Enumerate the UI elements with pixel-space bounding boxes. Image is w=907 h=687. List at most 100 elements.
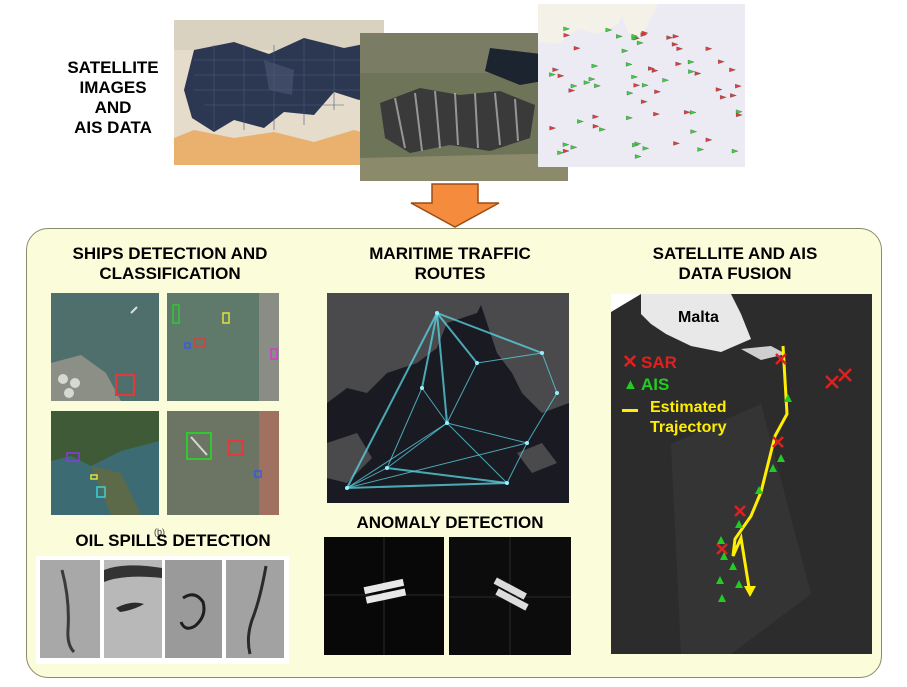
ais-triangle-4 [755,486,763,494]
ais-ship-marker [662,78,670,83]
header-label: SATELLITE IMAGES AND AIS DATA [48,58,178,138]
legend-ais-icon: ▲ [623,376,638,393]
satellite-sar-image [360,33,568,181]
legend-sar-label: SAR [641,353,677,372]
route-line [446,422,508,484]
fusion-title-line-2: DATA FUSION [678,264,792,283]
ais-ship-marker [731,148,739,154]
route-line [421,387,448,424]
ais-ship-marker [570,83,578,89]
ais-ship-marker [626,90,634,96]
sar-cross-6 [716,543,728,555]
route-line [386,467,508,484]
ship-detection-image-4 [167,411,279,515]
route-line [446,422,528,444]
ais-ship-marker [634,154,642,159]
fusion-overlay [716,345,852,602]
ais-ship-marker [557,150,564,155]
ais-ship-marker [642,83,649,88]
legend-trajectory-line-1: Estimated [650,399,727,416]
fusion-section-title: SATELLITE AND AIS DATA FUSION [600,244,870,284]
route-line [346,482,508,489]
route-node [540,351,544,355]
ais-ship-marker [633,83,641,88]
ais-ship-marker [632,142,639,148]
route-node [435,311,439,315]
route-line [386,422,448,469]
route-line [436,312,543,354]
ais-ship-marker [666,35,674,40]
ais-ship-marker [588,76,596,82]
route-node [445,421,449,425]
ais-ship-marker [562,148,570,154]
ais-triangle-5 [735,520,743,528]
ais-map-image [538,4,745,167]
ais-ship-marker [671,42,679,47]
routes-section-title: MARITIME TRAFFIC ROUTES [320,244,580,284]
ais-ship-marker [631,74,638,80]
oil-spill-image-1 [40,560,100,658]
ais-triangle-2 [769,464,777,472]
header-label-line-2: IMAGES [79,78,147,97]
oil-title-text: OIL SPILLS DETECTION [75,531,271,550]
ais-ship-marker [648,66,655,71]
route-line [346,467,388,489]
fusion-island-label: Malta [678,309,719,326]
ais-ship-marker [616,34,623,39]
ais-ship-marker [675,61,683,67]
ais-ship-marker [697,147,705,152]
route-line [436,312,448,424]
ais-ship-marker [676,46,684,51]
ais-ship-marker [583,80,591,85]
ship-detection-image-3 [51,411,159,515]
ais-ship-marker [730,93,737,98]
sar-cross-1 [775,353,787,365]
ais-triangle-10 [718,594,726,602]
route-node [525,441,529,445]
anomaly-image-2 [449,537,571,655]
legend-sar-icon: ✕ [622,352,638,373]
ais-ship-marker [640,32,648,37]
ais-ship-marker [562,142,570,147]
ais-ship-marker [641,99,648,104]
legend-ais-label: AIS [641,375,670,394]
route-line [436,312,478,364]
oil-spill-image-3 [165,560,222,658]
ais-ship-marker [591,63,599,69]
anomaly-title-text: ANOMALY DETECTION [356,513,544,532]
route-line [506,442,528,484]
satellite-mosaic-image [174,20,384,165]
route-line [386,387,423,469]
sar-cross-5 [734,505,746,517]
ais-ship-marker [563,33,571,38]
ais-ship-marker [549,72,556,77]
oil-spill-image-4 [226,560,284,658]
route-line [446,362,478,424]
ais-ship-marker [715,87,723,92]
ais-ship-marker [729,67,736,73]
ais-ship-marker [636,40,644,46]
ais-triangle-8 [729,562,737,570]
ais-ship-marker [642,146,650,151]
ais-ship-marker [720,95,727,100]
legend-trajectory-label: Estimated Trajectory [650,398,726,438]
ais-ship-marker [736,112,743,118]
ais-ship-marker [625,62,633,67]
ais-ship-marker [621,48,629,54]
ais-ship-marker [568,88,576,93]
route-line [526,392,558,444]
ais-triangle-11 [735,580,743,588]
route-lines [345,311,559,490]
route-node [420,386,424,390]
legend-trajectory-line-2: Trajectory [650,419,727,436]
legend-trajectory-icon [622,409,638,412]
ais-ship-marker [673,141,680,146]
ships-section-title: SHIPS DETECTION AND CLASSIFICATION [40,244,300,284]
ais-ship-marker [626,115,633,121]
route-node [475,361,479,365]
ais-ship-marker [557,73,565,79]
anomaly-image-1 [324,537,444,655]
ship-detection-image-2 [167,293,279,401]
ais-triangle-1 [784,394,792,402]
route-node [555,391,559,395]
